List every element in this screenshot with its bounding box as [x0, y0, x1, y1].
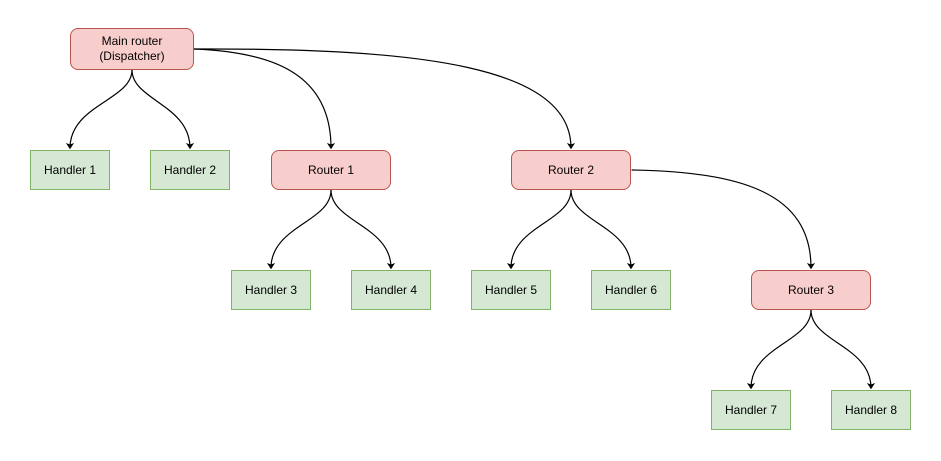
- node-label-handler-6: Handler 6: [604, 282, 658, 297]
- node-handler-2[interactable]: Handler 2: [150, 150, 230, 190]
- node-label-handler-7: Handler 7: [724, 402, 778, 417]
- node-label-router-3: Router 3: [787, 282, 835, 297]
- node-label-main-router: Main router (Dispatcher): [99, 34, 165, 63]
- node-handler-8[interactable]: Handler 8: [831, 390, 911, 430]
- edge-main-to-router-2: [193, 48, 576, 150]
- edge-router-1-to-handler-4: [330, 189, 396, 270]
- edge-router-2-to-router-3: [631, 169, 816, 270]
- node-main-router[interactable]: Main router (Dispatcher): [70, 28, 194, 70]
- edge-router-1-to-handler-3: [266, 189, 332, 270]
- node-handler-3[interactable]: Handler 3: [231, 270, 311, 310]
- node-label-handler-4: Handler 4: [364, 282, 418, 297]
- edge-main-to-handler-2: [131, 69, 195, 150]
- edge-router-2-to-handler-6: [570, 189, 636, 270]
- node-handler-7[interactable]: Handler 7: [711, 390, 791, 430]
- node-label-handler-5: Handler 5: [484, 282, 538, 297]
- node-label-router-2: Router 2: [547, 162, 595, 177]
- node-handler-1[interactable]: Handler 1: [30, 150, 110, 190]
- node-handler-5[interactable]: Handler 5: [471, 270, 551, 310]
- edge-router-2-to-handler-5: [506, 189, 572, 270]
- edge-router-3-to-handler-8: [810, 309, 876, 390]
- node-label-handler-1: Handler 1: [43, 162, 97, 177]
- node-handler-4[interactable]: Handler 4: [351, 270, 431, 310]
- edge-router-3-to-handler-7: [746, 309, 812, 390]
- node-router-2[interactable]: Router 2: [511, 150, 631, 190]
- node-label-handler-3: Handler 3: [244, 282, 298, 297]
- node-label-handler-2: Handler 2: [163, 162, 217, 177]
- edge-main-to-handler-1: [65, 69, 133, 150]
- edge-main-to-router-1: [193, 48, 336, 150]
- edges-group: [65, 48, 876, 390]
- node-label-handler-8: Handler 8: [844, 402, 898, 417]
- node-label-router-1: Router 1: [307, 162, 355, 177]
- node-router-1[interactable]: Router 1: [271, 150, 391, 190]
- node-handler-6[interactable]: Handler 6: [591, 270, 671, 310]
- node-router-3[interactable]: Router 3: [751, 270, 871, 310]
